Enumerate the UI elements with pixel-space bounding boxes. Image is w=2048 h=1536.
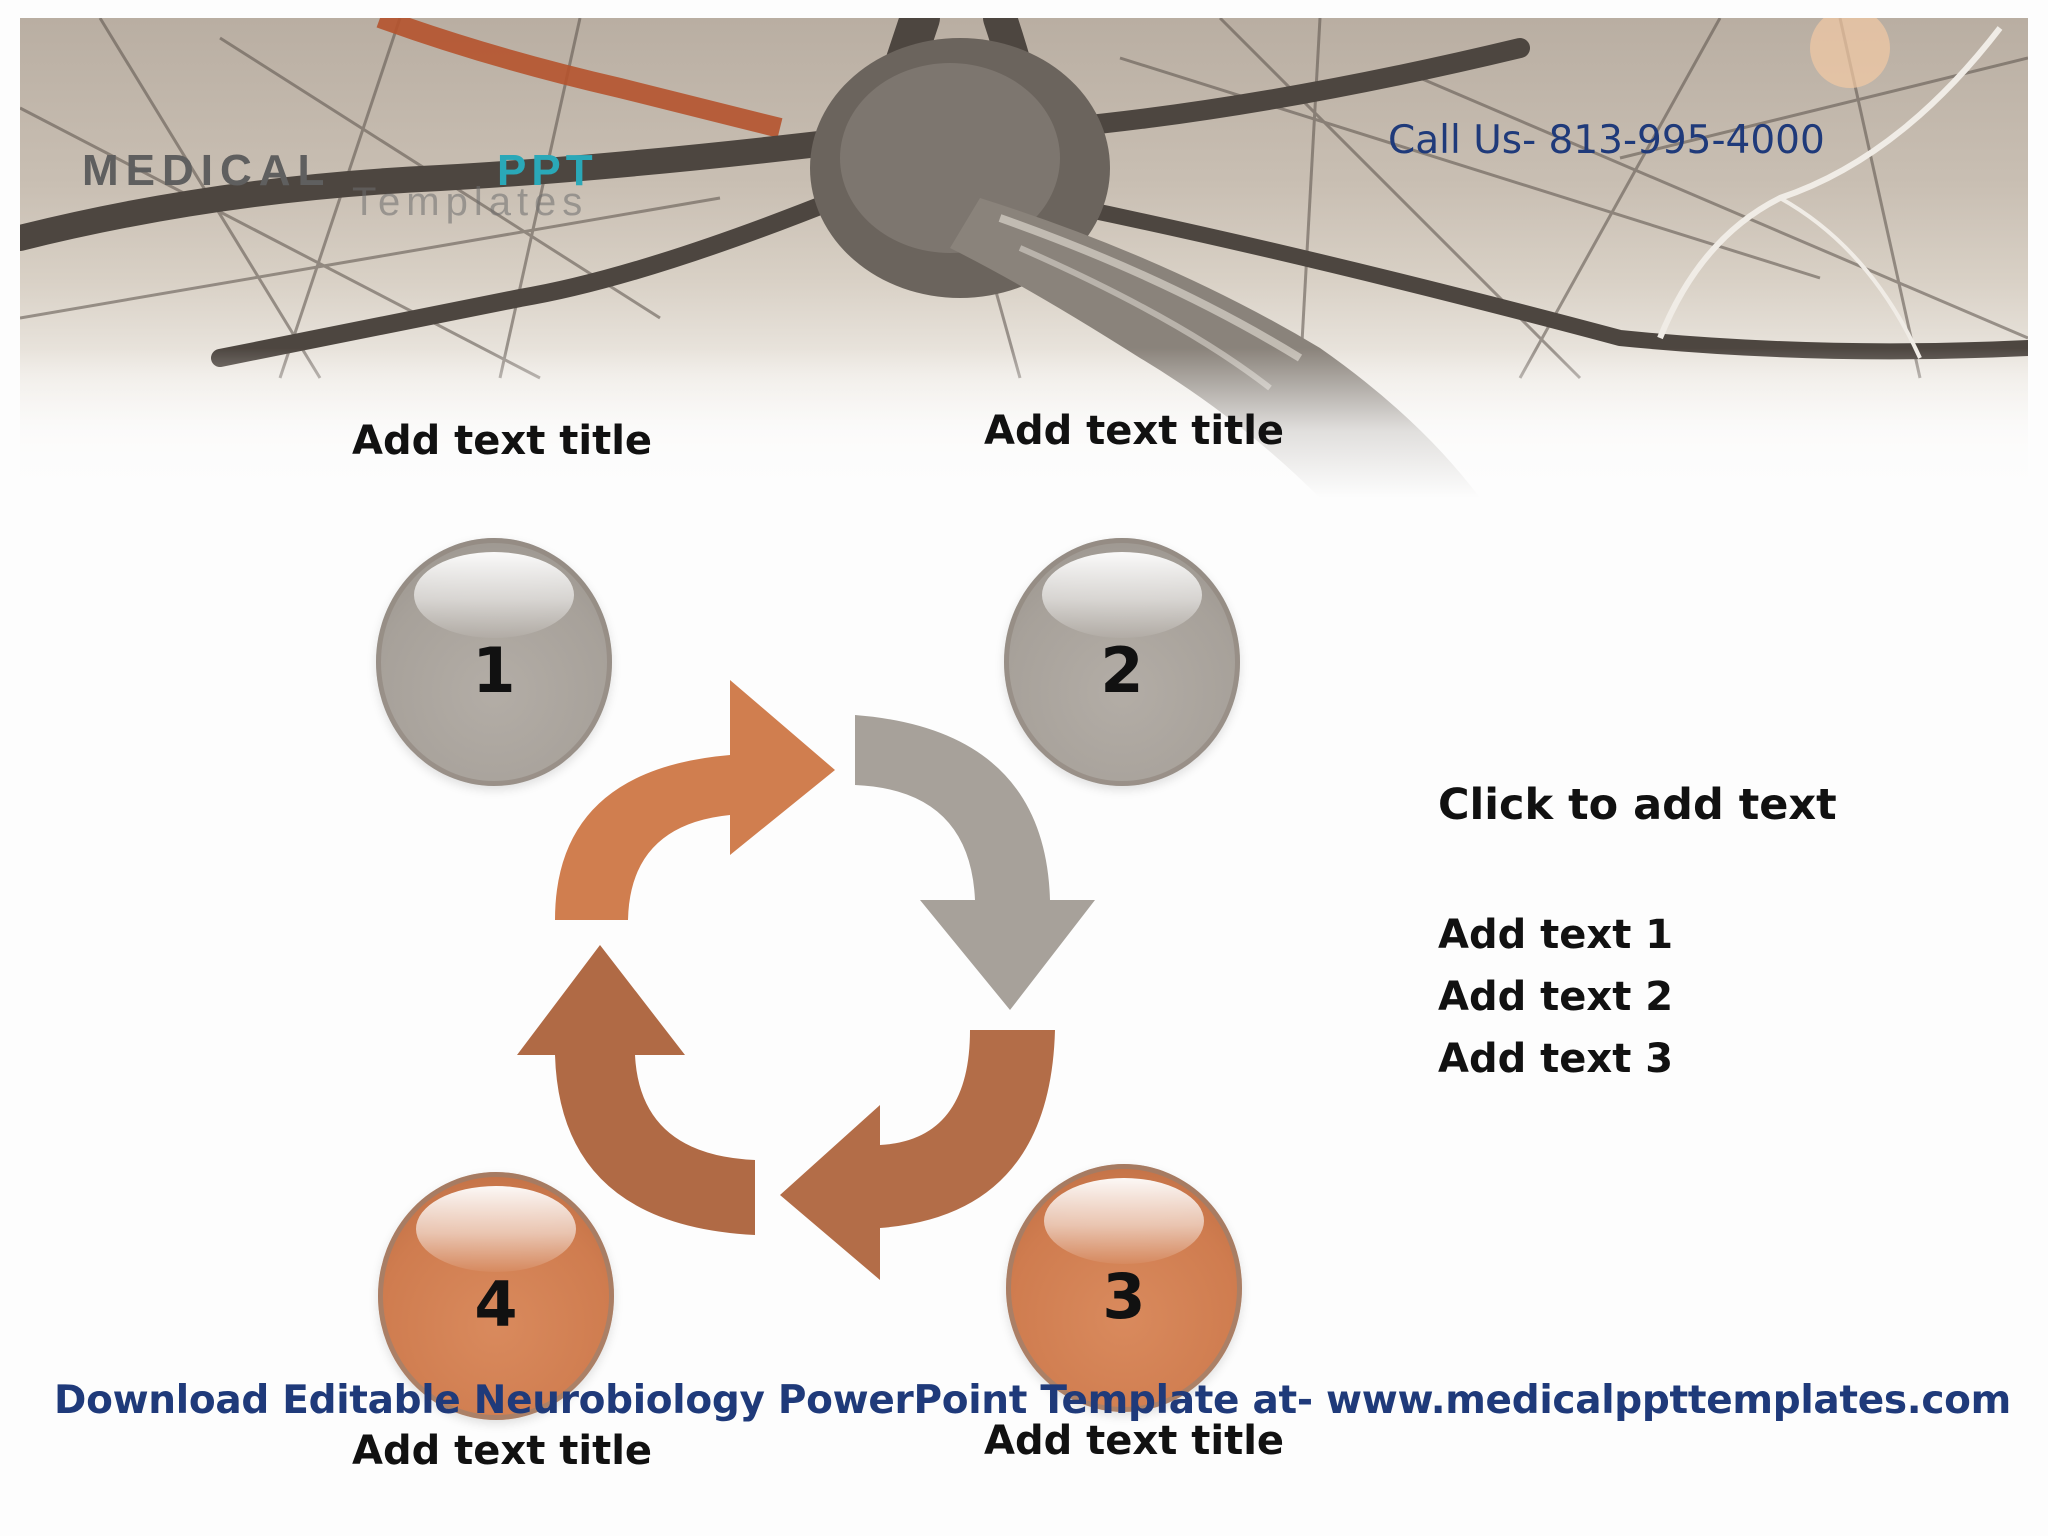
content-item-2[interactable]: Add text 2: [1438, 974, 1674, 1020]
logo-main-text: MEDICAL: [82, 146, 332, 195]
ball-gloss: [416, 1186, 576, 1272]
content-item-3[interactable]: Add text 3: [1438, 1036, 1674, 1082]
content-item-1[interactable]: Add text 1: [1438, 912, 1674, 958]
title-bottom-left[interactable]: Add text title: [352, 1428, 653, 1474]
ball-gloss: [1042, 552, 1202, 638]
title-top-right[interactable]: Add text title: [984, 408, 1285, 454]
header-banner-image: Templates MEDICAL PPT Call Us- 813-995-4…: [20, 18, 2028, 498]
step-number-1: 1: [472, 634, 516, 707]
download-footer-text[interactable]: Download Editable Neurobiology PowerPoin…: [54, 1378, 2011, 1423]
logo-accent-text: PPT: [497, 146, 598, 195]
step-number-2: 2: [1100, 634, 1144, 707]
step-ball-3[interactable]: 3: [1006, 1164, 1242, 1412]
cycle-arrow-2: [855, 715, 1095, 1010]
title-top-left[interactable]: Add text title: [352, 418, 653, 464]
cycle-arrow-1: [555, 680, 835, 920]
step-ball-1[interactable]: 1: [376, 538, 612, 786]
phone-number: Call Us- 813-995-4000: [1388, 118, 1825, 163]
step-ball-4[interactable]: 4: [378, 1172, 614, 1420]
step-ball-2[interactable]: 2: [1004, 538, 1240, 786]
cycle-arrows-diagram: [517, 680, 1095, 1280]
content-heading[interactable]: Click to add text: [1438, 780, 1837, 830]
step-number-4: 4: [474, 1268, 518, 1341]
cycle-arrow-3: [780, 1030, 1055, 1280]
ball-gloss: [1044, 1178, 1204, 1264]
medical-ppt-logo: Templates MEDICAL PPT: [82, 146, 682, 226]
logo-subtitle: Templates: [352, 180, 589, 224]
title-bottom-right[interactable]: Add text title: [984, 1418, 1285, 1464]
cycle-arrow-4: [517, 945, 755, 1235]
ball-gloss: [414, 552, 574, 638]
step-number-3: 3: [1102, 1260, 1146, 1333]
banner-fade: [20, 348, 2028, 498]
